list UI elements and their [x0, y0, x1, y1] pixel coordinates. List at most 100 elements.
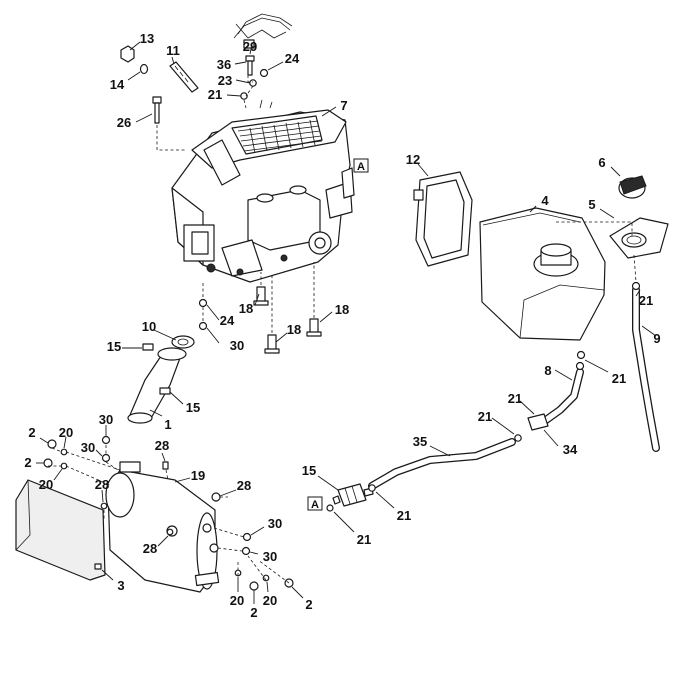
callout-label: 30	[230, 338, 244, 353]
callout-label: 24	[285, 51, 300, 66]
clamp-part-21-vent	[631, 281, 641, 291]
callout-label: 36	[217, 57, 231, 72]
callout-label: 2	[24, 455, 31, 470]
callout-label: 7	[340, 98, 347, 113]
bolt-part-36	[245, 55, 255, 76]
cap-holder-part	[609, 217, 669, 259]
washer-part-30	[198, 321, 208, 331]
clamp-part-21-valve	[514, 434, 522, 442]
callout-label: 35	[413, 434, 427, 449]
screw-part-18-c	[306, 318, 322, 337]
nut-part-28-d	[241, 546, 251, 556]
nut-part-28-b	[101, 453, 111, 463]
callout-label: 18	[239, 301, 253, 316]
callout-label: 19	[191, 468, 205, 483]
engine-part	[171, 99, 355, 283]
callout-label: 28	[143, 541, 157, 556]
callout-label: 28	[155, 438, 169, 453]
callout-label: 20	[39, 477, 53, 492]
fuel-cap-part	[618, 175, 647, 199]
callout-label: 9	[653, 331, 660, 346]
callout-label: 14	[110, 77, 125, 92]
callout-group: 13 11 14 26 29 36 24 23 21 7 18 24 30 18…	[24, 31, 660, 620]
callout-label: 20	[59, 425, 73, 440]
fuel-filter-part	[332, 483, 374, 507]
gasket-part-10	[171, 335, 195, 349]
callout-label: 30	[268, 516, 282, 531]
screw-part-16-b	[159, 387, 171, 395]
muffler-part	[105, 469, 220, 593]
assembly-lines	[48, 75, 637, 584]
reference-marker-label: A	[311, 499, 319, 511]
reference-marker-label: A	[357, 161, 365, 173]
callout-label: 30	[81, 440, 95, 455]
callout-label: 8	[544, 363, 551, 378]
callout-label: 12	[406, 152, 420, 167]
callout-label: 3	[117, 578, 124, 593]
clip-part-27-a	[162, 461, 169, 470]
exhaust-pipe-part	[127, 347, 187, 424]
callout-label: 21	[357, 532, 371, 547]
callout-label: 21	[612, 371, 626, 386]
screw-part-18-a	[253, 286, 269, 306]
reference-marker-filter: A	[307, 496, 323, 511]
clip-part-27-b	[100, 502, 108, 510]
callout-label: 24	[220, 313, 235, 328]
callout-label: 23	[218, 73, 232, 88]
callout-label: 13	[140, 31, 154, 46]
callout-label: 5	[588, 197, 595, 212]
heat-shield-part	[15, 479, 106, 581]
clamp-part-21-line8	[575, 361, 585, 371]
callout-label: 28	[95, 477, 109, 492]
fuel-tank-part	[479, 207, 606, 360]
washer-part-20-a	[60, 448, 68, 456]
callout-label: 15	[107, 339, 121, 354]
washer-part-14	[139, 63, 149, 75]
cable-part	[233, 13, 293, 49]
clip-part-27-d	[166, 528, 174, 536]
callout-label: 2	[305, 597, 312, 612]
clamp-part-21-filter-a	[368, 484, 376, 492]
washer-part-20-b	[60, 462, 68, 470]
callout-label: 20	[263, 593, 277, 608]
callout-label: 6	[598, 155, 605, 170]
screw-part-16-a	[142, 343, 154, 351]
clip-part-27-c	[211, 492, 221, 502]
screw-part-2-c	[249, 581, 259, 591]
bolt-part-26	[152, 96, 162, 124]
washer-part-20-d	[262, 574, 270, 582]
callout-label: 34	[563, 442, 578, 457]
callout-label: 29	[243, 39, 257, 54]
callout-label: 30	[263, 549, 277, 564]
reference-marker-engine: A	[353, 158, 369, 173]
callout-label: 4	[541, 193, 549, 208]
callout-label: 11	[166, 43, 180, 58]
callout-label: 2	[250, 605, 257, 620]
callout-label: 15	[302, 463, 316, 478]
fuel-line-8-part	[542, 368, 584, 424]
callout-label: 26	[117, 115, 131, 130]
nut-part-24	[249, 79, 257, 87]
shutoff-valve-part	[527, 413, 549, 431]
callout-label: 21	[478, 409, 492, 424]
washer-part-25-lower	[198, 298, 208, 308]
callout-label: 20	[230, 593, 244, 608]
callout-label: 2	[28, 425, 35, 440]
vent-hose-part	[632, 286, 660, 452]
nut-part-28-a	[101, 435, 111, 445]
screw-part-2-a	[47, 439, 57, 449]
callout-label: 21	[639, 293, 653, 308]
callout-label: 10	[142, 319, 156, 334]
callout-label: 30	[99, 412, 113, 427]
clamp-part-21-filter-b	[326, 504, 334, 512]
nut-part-28-c	[242, 532, 252, 542]
callout-label: 21	[508, 391, 522, 406]
muffler-bracket-part	[119, 461, 141, 473]
washer-part-25-upper	[259, 68, 269, 78]
callout-label: 18	[287, 322, 301, 337]
fuel-line-35-part	[368, 438, 516, 490]
callout-label: 15	[186, 400, 200, 415]
callout-label: 1	[164, 417, 171, 432]
callout-label: 18	[335, 302, 349, 317]
